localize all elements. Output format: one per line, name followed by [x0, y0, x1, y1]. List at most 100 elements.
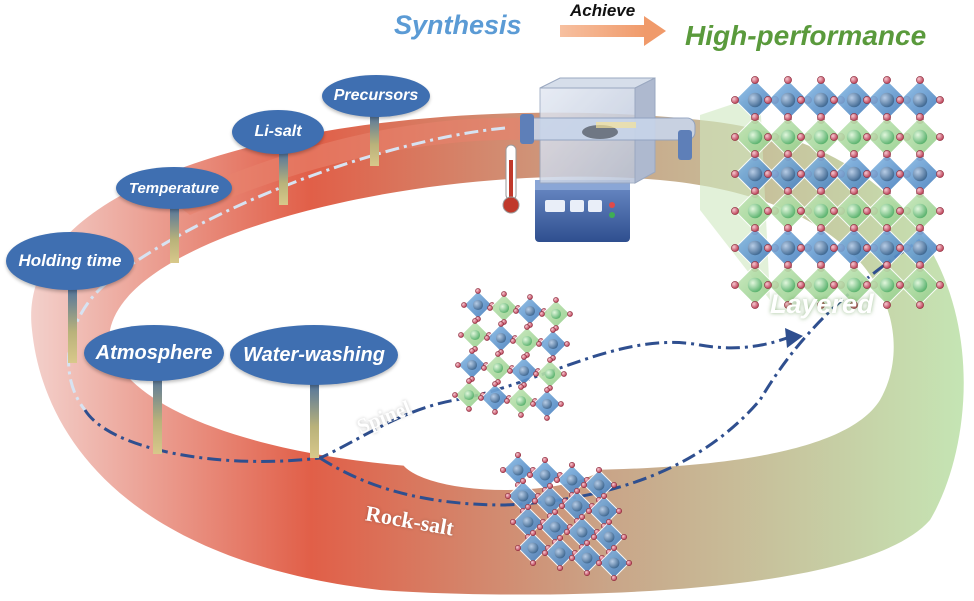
layered-cation: [912, 240, 928, 256]
layered-cation: [813, 166, 829, 182]
layered-oxygen-atom: [764, 207, 772, 215]
layered-oxygen-atom: [863, 207, 871, 215]
spinel-cation: [492, 362, 504, 374]
layered-cation: [879, 92, 895, 108]
rock-salt-oxygen-atom: [514, 451, 521, 458]
layered-oxygen-atom: [896, 170, 904, 178]
spinel-oxygen-atom: [550, 327, 556, 333]
rock-salt-cation: [517, 490, 529, 502]
layered-oxygen-atom: [784, 76, 792, 84]
layered-oxygen-atom: [850, 301, 858, 309]
path-arrowhead: [785, 328, 803, 348]
spinel-oxygen-atom: [527, 294, 533, 300]
rock-salt-oxygen-atom: [514, 544, 521, 551]
spinel-oxygen-atom: [495, 351, 501, 357]
layered-oxygen-atom: [830, 96, 838, 104]
layered-oxygen-atom: [850, 76, 858, 84]
layered-oxygen-atom: [797, 281, 805, 289]
rock-salt-oxygen-atom: [529, 559, 536, 566]
spinel-cation: [521, 335, 533, 347]
rock-salt-cation: [581, 552, 593, 564]
layered-oxygen-atom: [764, 170, 772, 178]
layered-oxygen-atom: [916, 150, 924, 158]
rock-salt-cation: [571, 500, 583, 512]
spinel-cation: [547, 338, 559, 350]
rock-salt-oxygen-atom: [519, 477, 526, 484]
rock-salt-oxygen-atom: [553, 476, 560, 483]
layered-oxygen-atom: [916, 76, 924, 84]
layered-cation: [912, 203, 928, 219]
stem-precursors: [370, 112, 379, 166]
rock-salt-oxygen-atom: [546, 482, 553, 489]
layered-cation: [912, 166, 928, 182]
layered-oxygen-atom: [883, 261, 891, 269]
parameter-atmosphere: Atmosphere: [84, 325, 224, 381]
layered-oxygen-atom: [817, 187, 825, 195]
spinel-oxygen-atom: [518, 384, 524, 390]
rock-salt-oxygen-atom: [524, 503, 531, 510]
layered-oxygen-atom: [863, 133, 871, 141]
layered-cation: [912, 129, 928, 145]
layered-oxygen-atom: [784, 261, 792, 269]
layered-oxygen-atom: [751, 187, 759, 195]
spinel-cation: [515, 395, 527, 407]
rock-salt-oxygen-atom: [568, 461, 575, 468]
spinel-oxygen-atom: [466, 406, 472, 412]
rock-salt-cation: [539, 469, 551, 481]
rock-salt-oxygen-atom: [526, 471, 533, 478]
spinel-oxygen-atom: [524, 324, 530, 330]
rock-salt-cation: [527, 542, 539, 554]
spinel-cation: [498, 302, 510, 314]
rock-salt-cation: [554, 547, 566, 559]
rock-salt-oxygen-atom: [499, 466, 506, 473]
stem-water-washing: [310, 380, 319, 458]
layered-cation: [846, 166, 862, 182]
rock-salt-oxygen-atom: [551, 508, 558, 515]
layered-oxygen-atom: [863, 170, 871, 178]
layered-oxygen-atom: [936, 281, 944, 289]
layered-cation: [813, 277, 829, 293]
stem-atmosphere: [153, 372, 162, 454]
rock-salt-oxygen-atom: [541, 549, 548, 556]
spinel-oxygen-atom: [530, 401, 536, 407]
layered-oxygen-atom: [916, 261, 924, 269]
rock-salt-oxygen-atom: [568, 554, 575, 561]
layered-oxygen-atom: [883, 224, 891, 232]
layered-oxygen-atom: [883, 187, 891, 195]
layered-oxygen-atom: [731, 170, 739, 178]
layered-cation: [747, 240, 763, 256]
rock-salt-cation: [593, 479, 605, 491]
process-ring: [31, 112, 964, 595]
layered-oxygen-atom: [883, 113, 891, 121]
spinel-oxygen-atom: [567, 311, 573, 317]
layered-oxygen-atom: [896, 281, 904, 289]
spinel-cation: [550, 308, 562, 320]
rock-salt-cation: [566, 474, 578, 486]
layered-oxygen-atom: [751, 261, 759, 269]
rock-salt-oxygen-atom: [536, 523, 543, 530]
spinel-oxygen-atom: [487, 305, 493, 311]
rock-salt-oxygen-atom: [585, 507, 592, 514]
layered-oxygen-atom: [830, 170, 838, 178]
layered-oxygen-atom: [731, 281, 739, 289]
synthesis-label: Synthesis: [394, 10, 522, 40]
spinel-oxygen-atom: [547, 357, 553, 363]
layered-oxygen-atom: [797, 96, 805, 104]
spinel-oxygen-atom: [521, 354, 527, 360]
rock-salt-oxygen-atom: [529, 529, 536, 536]
spinel-oxygen-atom: [533, 371, 539, 377]
parameter-holding-time: Holding time: [6, 232, 134, 290]
phase-layered-label: Layered: [770, 289, 874, 319]
layered-cation: [879, 166, 895, 182]
layered-oxygen-atom: [850, 261, 858, 269]
tube-furnace-icon: [520, 77, 696, 242]
layered-oxygen-atom: [936, 96, 944, 104]
rock-salt-oxygen-atom: [563, 528, 570, 535]
achieve-arrow: [560, 16, 666, 46]
spinel-cation: [489, 392, 501, 404]
layered-cation: [879, 129, 895, 145]
layered-oxygen-atom: [916, 224, 924, 232]
spinel-cation: [469, 329, 481, 341]
rock-salt-oxygen-atom: [504, 492, 511, 499]
layered-oxygen-atom: [797, 170, 805, 178]
